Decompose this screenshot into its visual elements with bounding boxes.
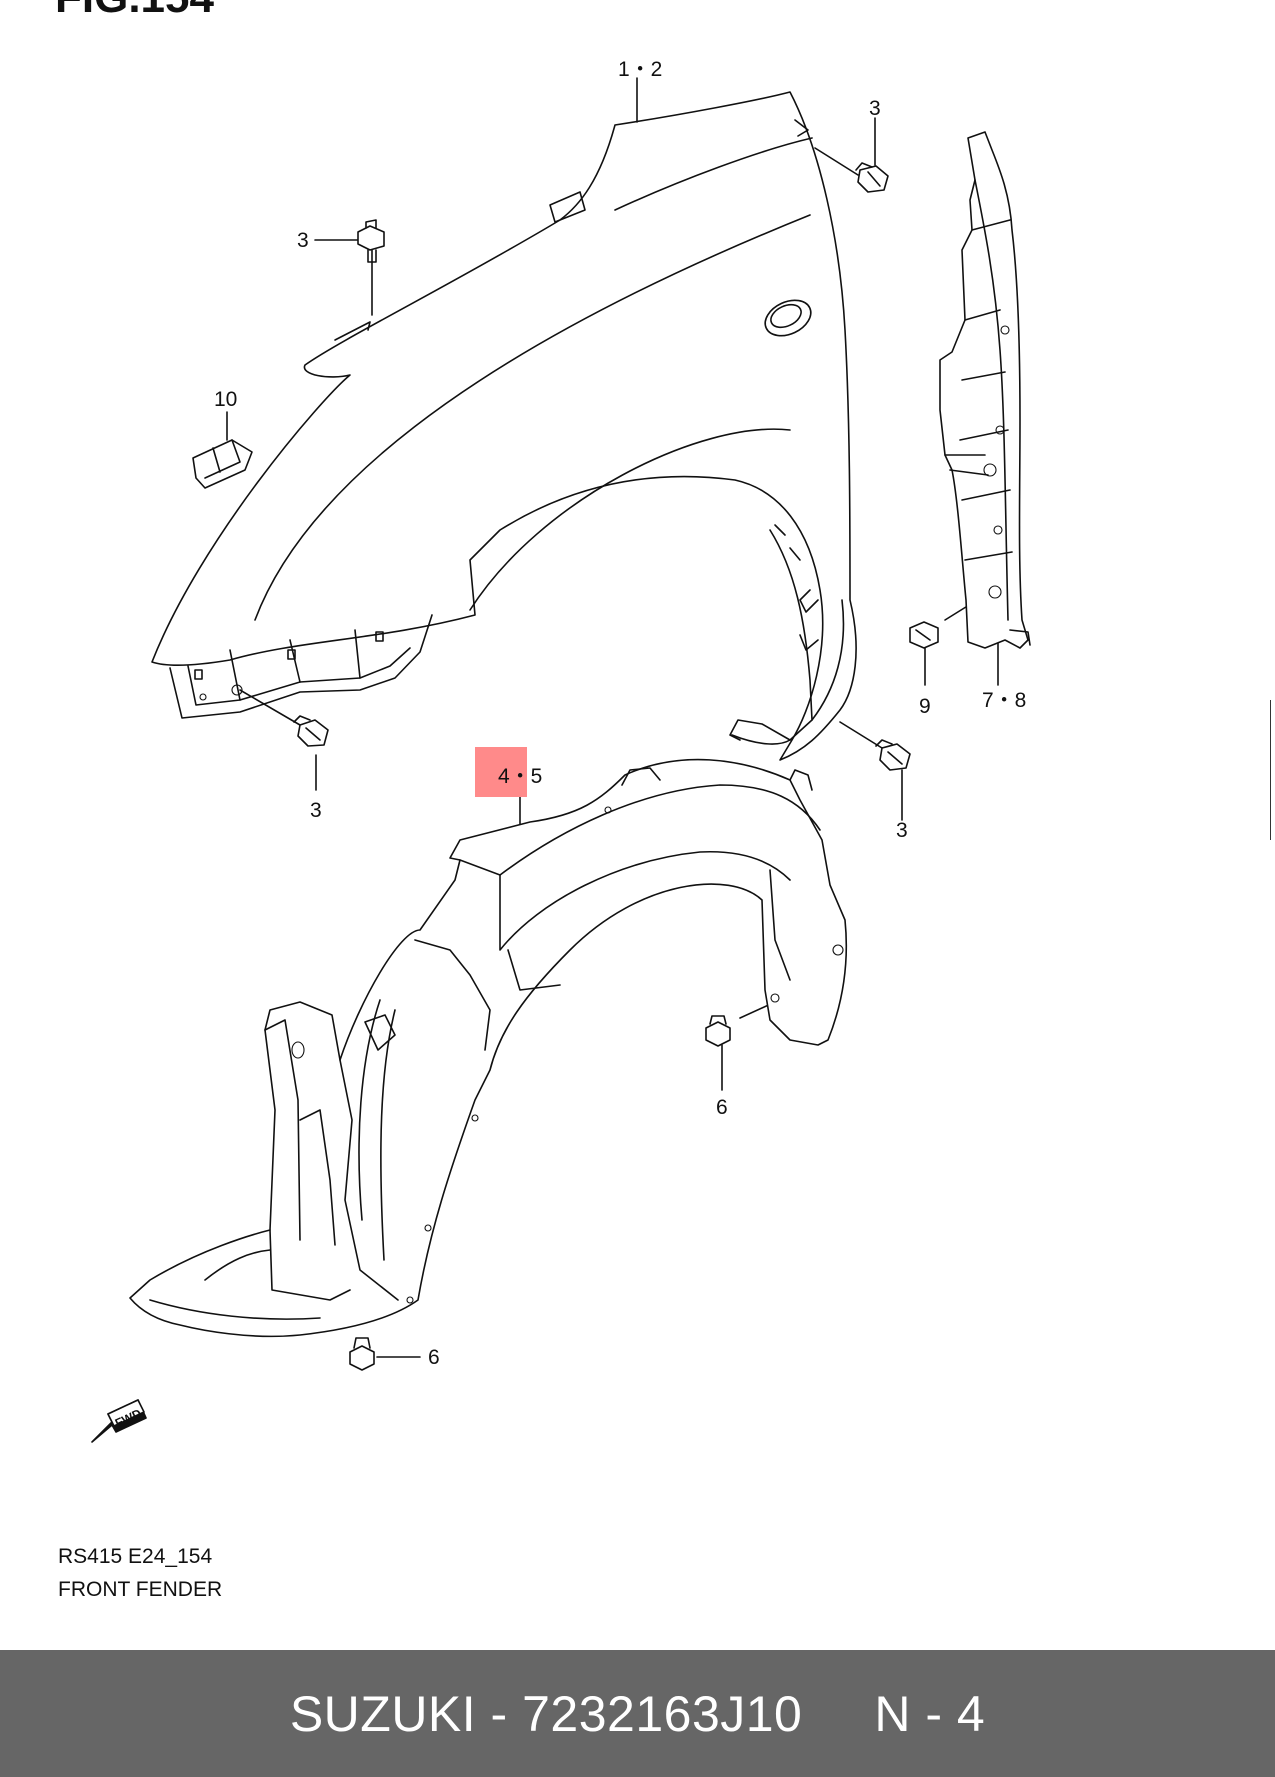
fender-inner-liner[interactable] bbox=[129, 758, 848, 1338]
callout-6-right[interactable]: 6 bbox=[716, 1096, 728, 1119]
part-number-footer: SUZUKI - 7232163J10 N - 4 bbox=[0, 1650, 1275, 1777]
screw-bottom-left[interactable] bbox=[293, 715, 329, 747]
callout-3-top-right[interactable]: 3 bbox=[869, 97, 881, 120]
front-fender[interactable] bbox=[151, 91, 857, 761]
bolt-part[interactable] bbox=[909, 621, 939, 649]
parts-diagram: FIG.154 bbox=[55, 0, 1031, 1443]
figure-title: FIG.154 bbox=[55, 0, 214, 22]
callout-7-8[interactable]: 7・8 bbox=[982, 689, 1026, 712]
clip-right[interactable] bbox=[705, 1015, 731, 1047]
callout-labels: 1・2 3 3 10 3 3 4・5 6 6 7・8 9 bbox=[214, 58, 1026, 1369]
footer-part-number: SUZUKI - 7232163J10 N - 4 bbox=[289, 1685, 986, 1742]
page-edge-mark bbox=[1270, 700, 1275, 840]
clip-bottom[interactable] bbox=[349, 1337, 375, 1371]
fwd-arrow-icon: FWD bbox=[91, 1399, 147, 1443]
screw-top-left[interactable] bbox=[357, 219, 385, 263]
callout-10[interactable]: 10 bbox=[214, 388, 237, 411]
screw-bottom-right[interactable] bbox=[875, 739, 911, 771]
leader-lines bbox=[226, 77, 999, 1358]
figure-code: RS415 E24_154 bbox=[58, 1545, 213, 1568]
callout-9[interactable]: 9 bbox=[919, 695, 931, 718]
callout-1-2[interactable]: 1・2 bbox=[618, 58, 662, 81]
callout-4-5[interactable]: 4・5 bbox=[498, 765, 542, 788]
callout-3-bottom-left[interactable]: 3 bbox=[310, 799, 322, 822]
fender-bracket[interactable] bbox=[939, 131, 1031, 649]
callout-3-bottom-right[interactable]: 3 bbox=[896, 819, 908, 842]
figure-name: FRONT FENDER bbox=[58, 1578, 223, 1601]
pad-part[interactable] bbox=[192, 439, 253, 489]
screw-top-right[interactable] bbox=[855, 162, 889, 193]
callout-3-top-left[interactable]: 3 bbox=[297, 229, 309, 252]
callout-6-bottom[interactable]: 6 bbox=[428, 1346, 440, 1369]
highlight-box bbox=[475, 747, 527, 797]
